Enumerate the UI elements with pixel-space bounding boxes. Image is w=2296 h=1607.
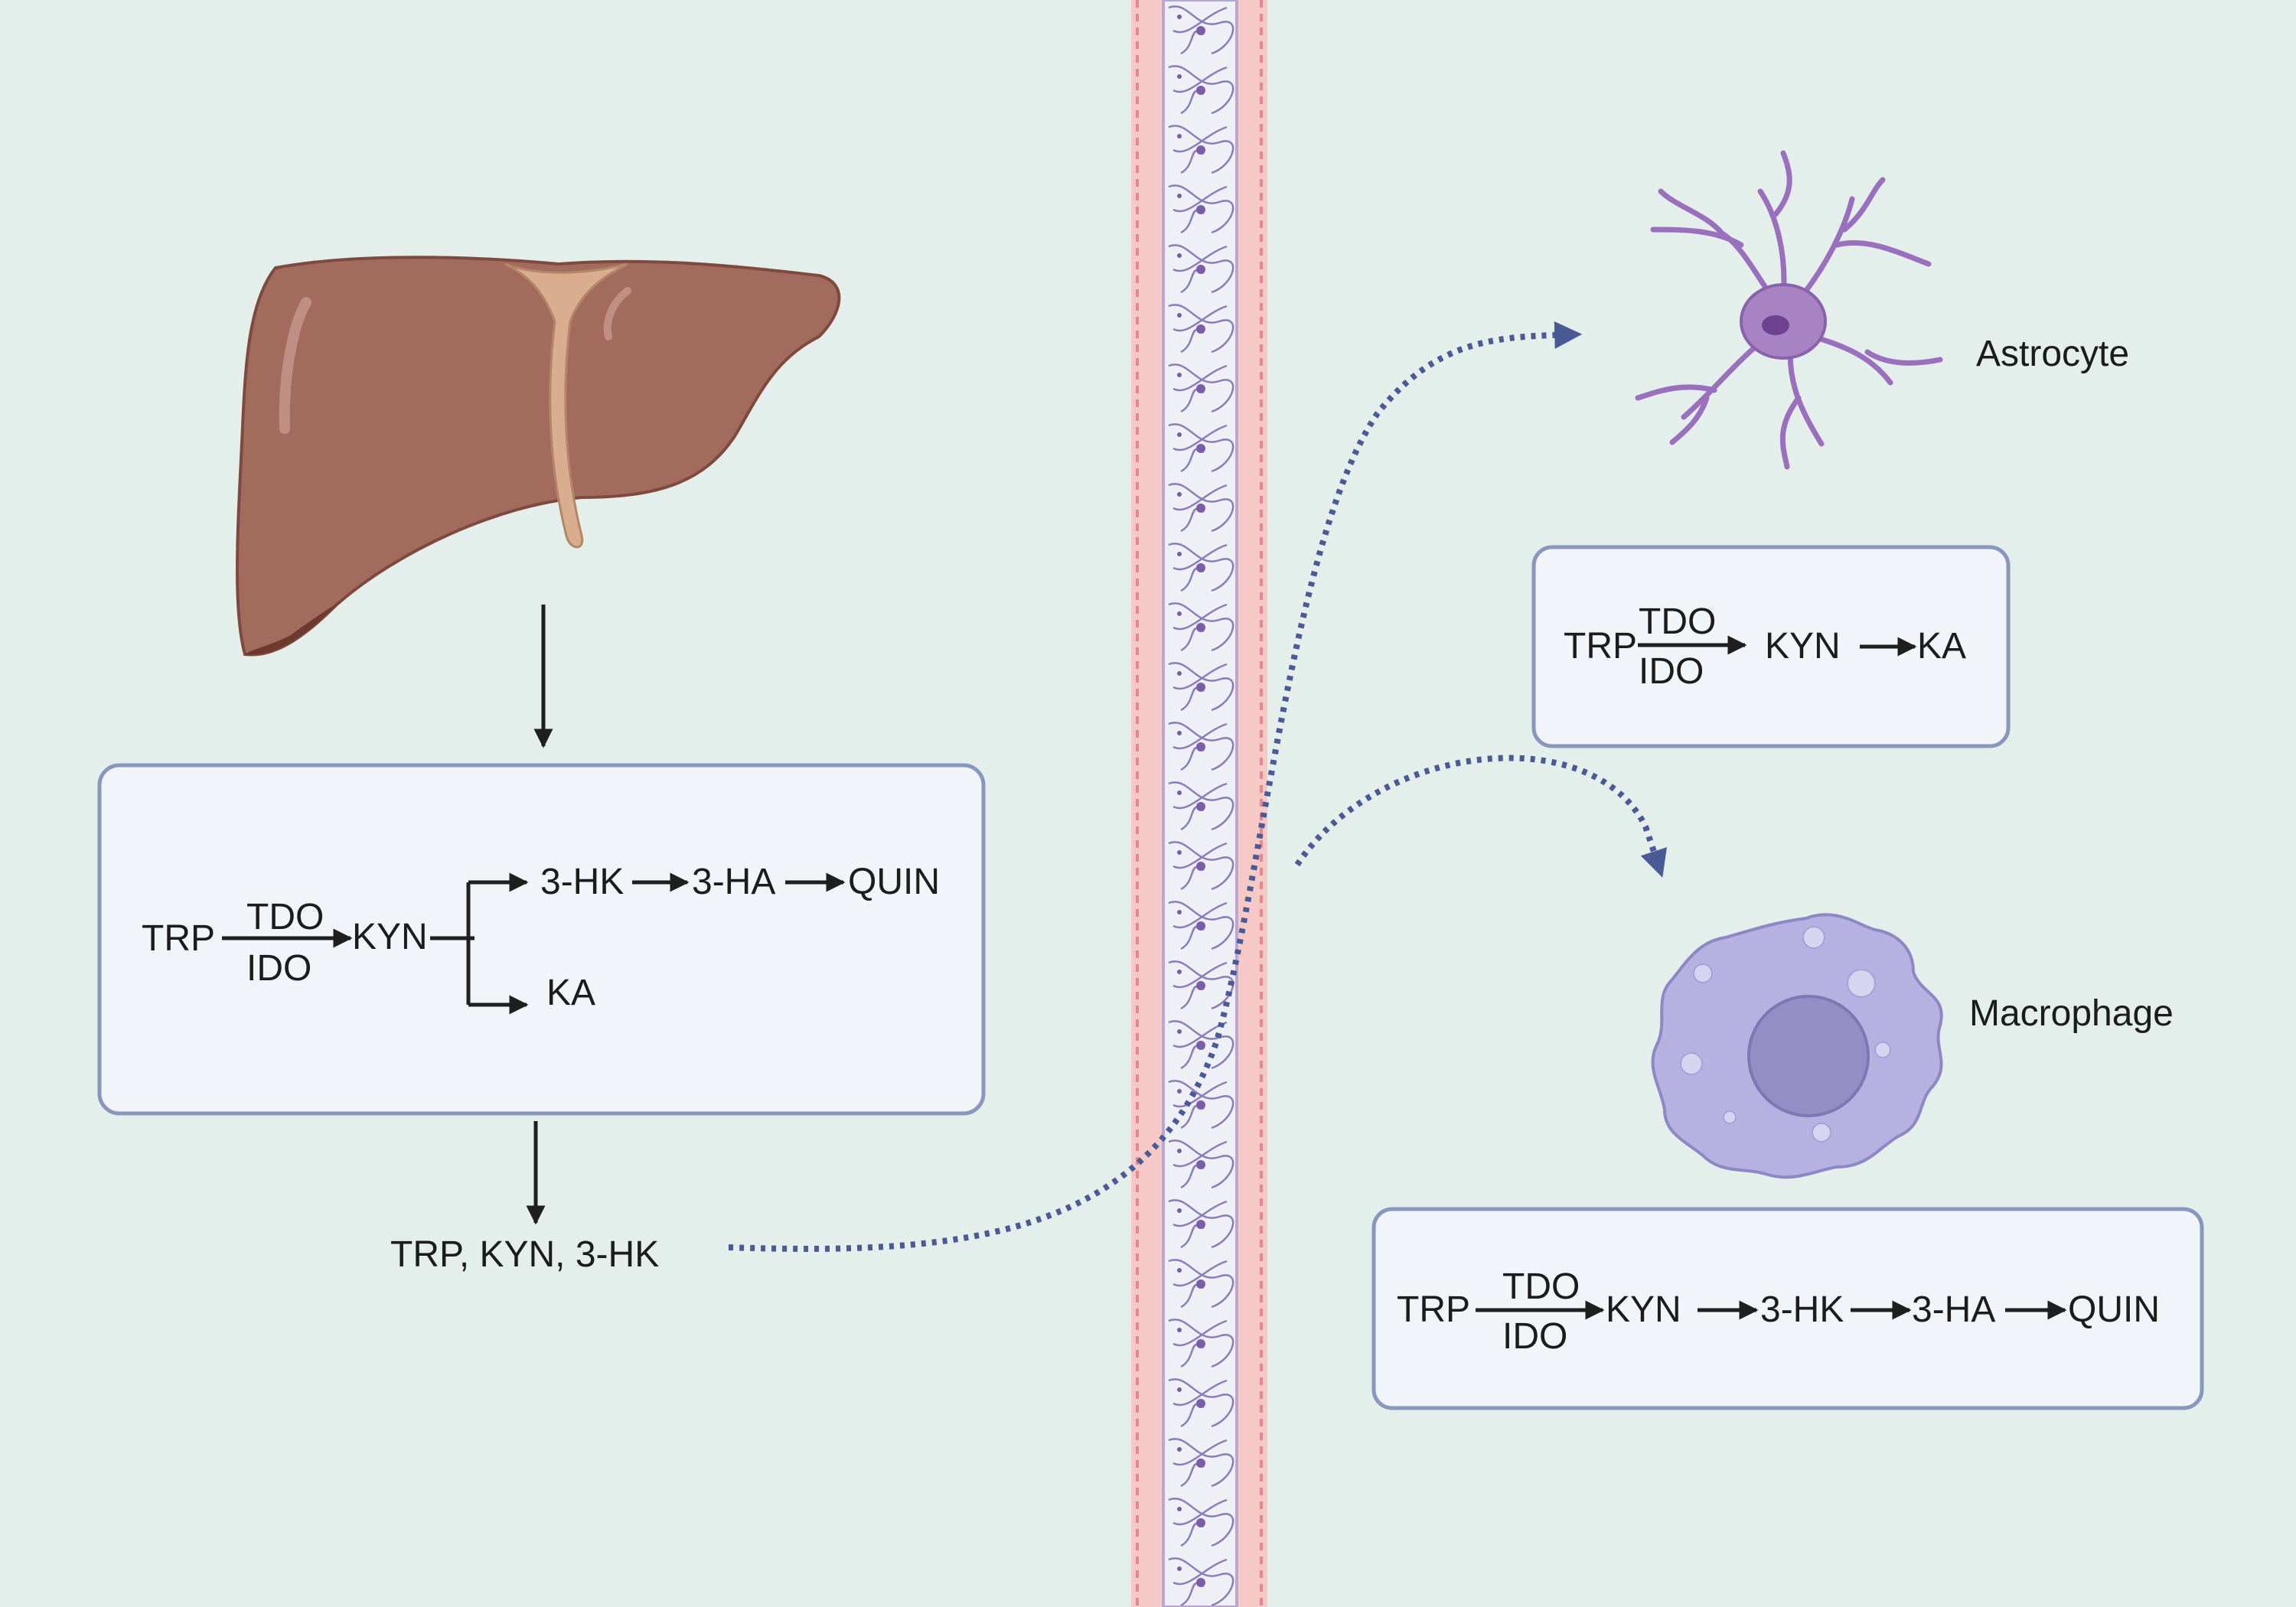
astrocyte-ido: IDO [1639, 651, 1704, 692]
export-metabolites-label: TRP, KYN, 3-HK [390, 1234, 659, 1275]
macrophage-nucleus [1747, 995, 1870, 1117]
astrocyte-trp: TRP [1564, 626, 1637, 667]
macrophage-3ha: 3-HA [1912, 1289, 1995, 1330]
astrocyte-pathway-box [1531, 545, 2011, 748]
macrophage-vesicles [1680, 926, 1891, 1143]
macrophage-kyn: KYN [1606, 1289, 1681, 1330]
macrophage-pathway-box [1371, 1207, 2204, 1410]
liver-3ha: 3-HA [692, 862, 775, 902]
liver-pathway-box [97, 763, 986, 1116]
macrophage-ido: IDO [1502, 1316, 1567, 1357]
liver-illustration [236, 256, 841, 657]
liver-kyn: KYN [352, 917, 428, 957]
liver-ka: KA [546, 973, 595, 1013]
macrophage-trp: TRP [1397, 1289, 1470, 1330]
macrophage-3hk: 3-HK [1760, 1289, 1844, 1330]
astrocyte-tdo: TDO [1639, 601, 1716, 642]
macrophage-tdo: TDO [1502, 1266, 1580, 1307]
astrocyte-label: Astrocyte [1976, 334, 2129, 374]
astrocyte-ka: KA [1917, 626, 1966, 667]
astrocyte-kyn: KYN [1765, 626, 1841, 667]
liver-ido: IDO [246, 948, 311, 989]
liver-trp: TRP [142, 918, 215, 959]
dotted-arrow-to-astrocyte [728, 321, 1583, 1252]
macrophage-quin: QUIN [2068, 1289, 2160, 1330]
astrocyte-nucleus [1762, 315, 1789, 335]
liver-3hk: 3-HK [540, 862, 624, 902]
blood-brain-barrier [1131, 0, 1267, 1607]
dotted-arrow-to-macrophage [1294, 755, 1667, 878]
macrophage-label: Macrophage [1969, 993, 2174, 1034]
liver-tdo: TDO [246, 897, 324, 937]
liver-quin: QUIN [848, 862, 940, 902]
